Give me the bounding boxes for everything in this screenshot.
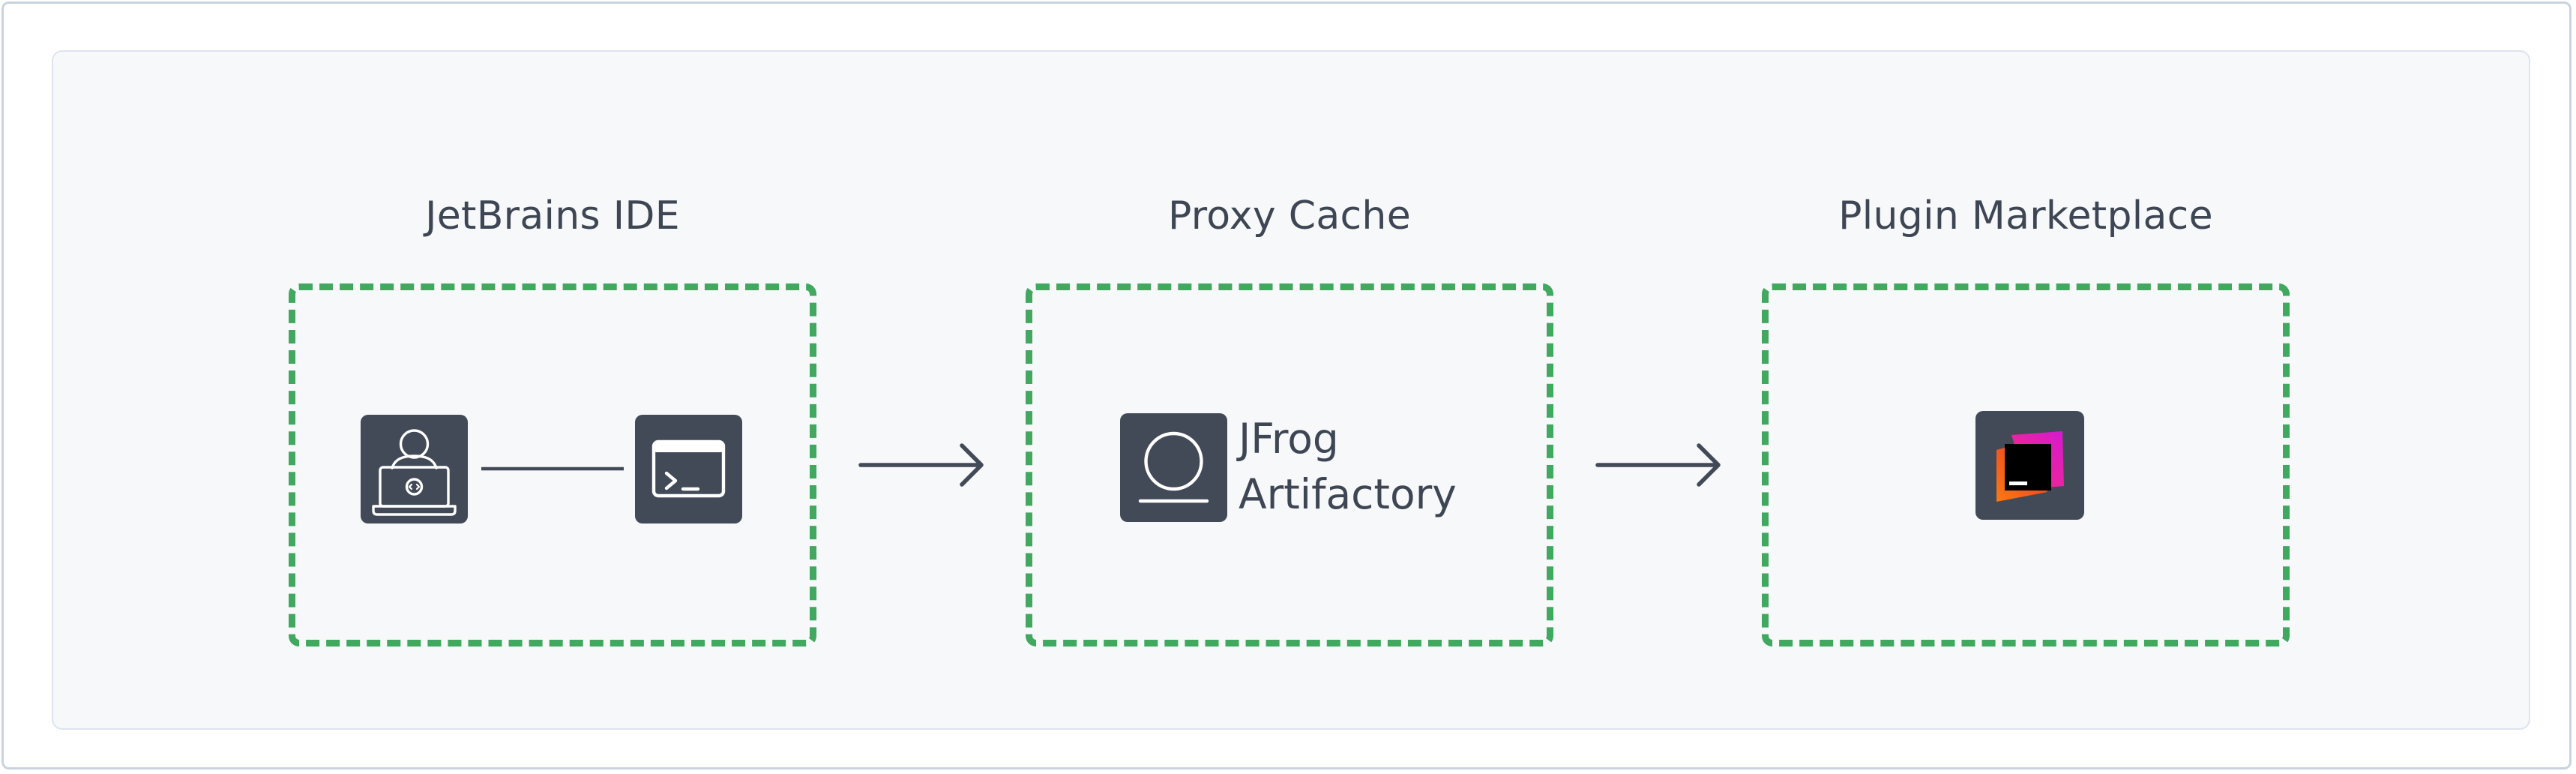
group-title-jetbrains-ide: JetBrains IDE bbox=[425, 194, 680, 238]
artifactory-label-line2: Artifactory bbox=[1239, 470, 1457, 518]
developer-laptop-icon bbox=[361, 415, 468, 524]
group-plugin-marketplace bbox=[1762, 284, 2290, 646]
group-title-plugin-marketplace: Plugin Marketplace bbox=[1838, 194, 2213, 238]
jetbrains-logo-icon bbox=[1975, 411, 2084, 520]
arrow-proxy-to-marketplace bbox=[1595, 443, 1721, 487]
artifactory-label: JFrog Artifactory bbox=[1239, 411, 1553, 522]
artifactory-icon bbox=[1120, 413, 1227, 522]
arrow-ide-to-proxy bbox=[858, 443, 984, 487]
ide-internal-connector bbox=[481, 466, 624, 471]
artifactory-label-line1: JFrog bbox=[1239, 415, 1339, 463]
group-proxy-cache bbox=[1026, 284, 1553, 646]
diagram-canvas bbox=[52, 50, 2530, 730]
group-jetbrains-ide bbox=[289, 284, 816, 646]
group-title-proxy-cache: Proxy Cache bbox=[1168, 194, 1411, 238]
terminal-window-icon bbox=[635, 415, 742, 524]
